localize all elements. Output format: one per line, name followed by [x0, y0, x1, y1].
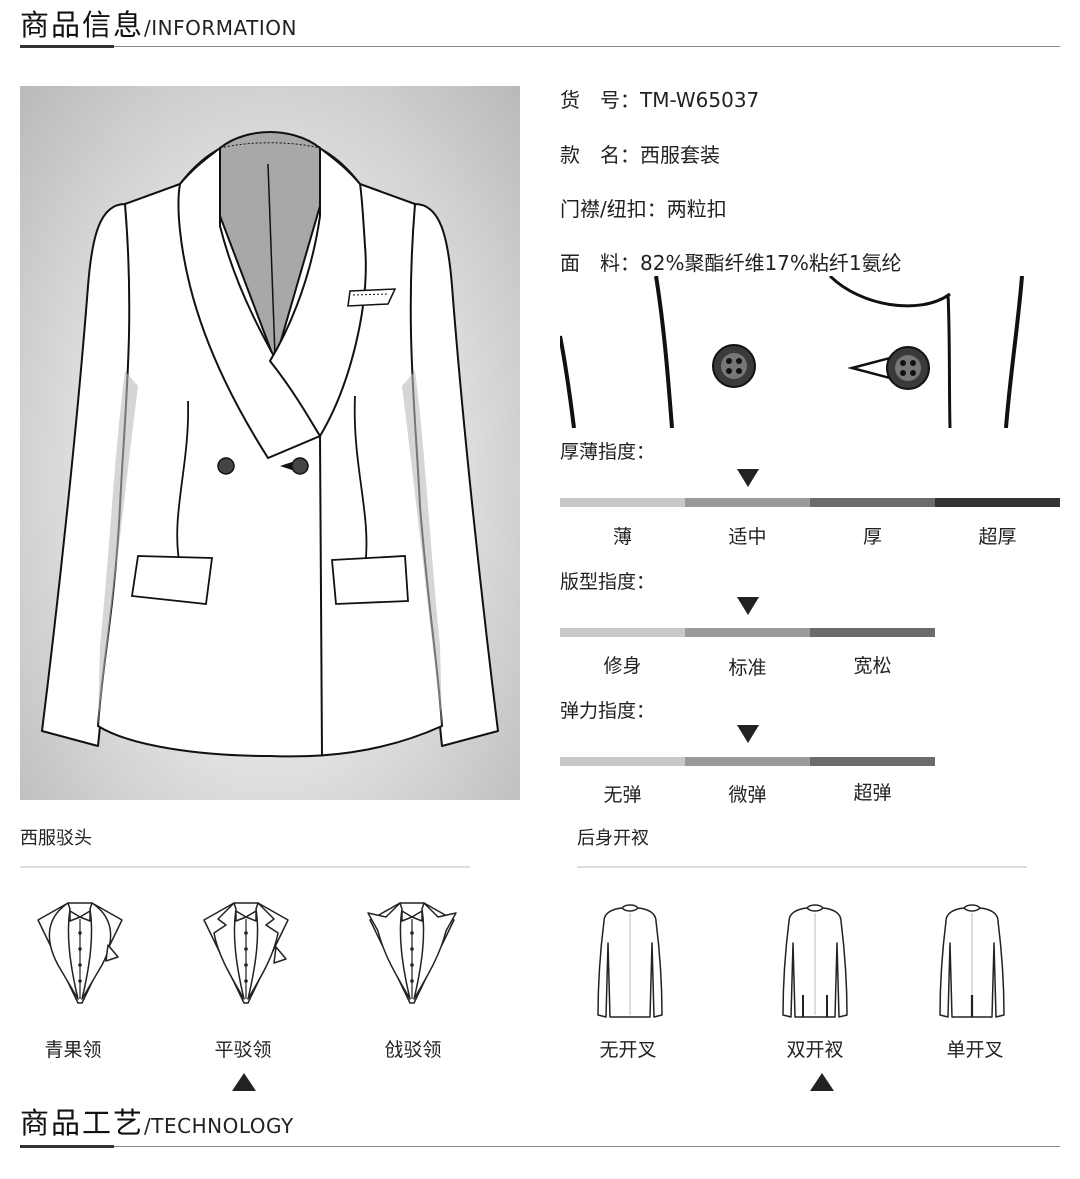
elastic-indicator-icon: [737, 725, 759, 743]
elastic-level-slight: 微弹: [728, 784, 767, 806]
no-vent-back-icon: [597, 904, 663, 1018]
lapel-section-title: 西服驳头: [20, 828, 92, 849]
product-image: [20, 86, 520, 800]
thickness-scale-title: 厚薄指度：: [560, 441, 656, 463]
elastic-bar-segment: [810, 757, 935, 766]
fit-level-regular: 标准: [728, 657, 767, 679]
thickness-bar-segment: [810, 498, 935, 507]
header-divider: [20, 46, 1060, 47]
vent-option-none: 无开叉: [599, 1039, 657, 1061]
vent-divider: [577, 866, 1027, 868]
thickness-level-extra-thick: 超厚: [978, 526, 1017, 548]
fit-bar-segment: [685, 628, 810, 637]
thickness-level-medium: 适中: [728, 526, 767, 548]
fit-bar-segment: [560, 628, 685, 637]
spec-fabric: 面 料：82%聚酯纤维17%粘纤1氨纶: [560, 251, 902, 275]
footer-divider-accent: [20, 1145, 114, 1148]
vent-section-title: 后身开衩: [577, 828, 649, 849]
spec-item-number: 货 号：TM-W65037: [560, 88, 760, 112]
button-closeup-illustration: [560, 276, 1024, 428]
thickness-bar-segment: [935, 498, 1060, 507]
fit-scale-title: 版型指度：: [560, 571, 656, 593]
elastic-bar-segment: [560, 757, 685, 766]
lapel-option-shawl: 青果领: [44, 1039, 102, 1061]
vent-option-single: 单开叉: [946, 1039, 1004, 1061]
technology-section-title: 商品工艺/TECHNOLOGY: [20, 1100, 294, 1142]
peak-lapel-icon: [367, 902, 457, 1004]
thickness-bar-segment: [560, 498, 685, 507]
lapel-option-peak: 戗驳领: [384, 1039, 442, 1061]
technology-title-en: /TECHNOLOGY: [144, 1114, 294, 1138]
elastic-level-none: 无弹: [603, 784, 642, 806]
elastic-bar-segment: [685, 757, 810, 766]
fit-bar-segment: [810, 628, 935, 637]
fit-indicator-icon: [737, 597, 759, 615]
elastic-scale-title: 弹力指度：: [560, 700, 656, 722]
shawl-lapel-icon: [37, 902, 123, 1004]
footer-divider: [20, 1146, 1060, 1147]
vent-option-double: 双开衩: [786, 1039, 844, 1061]
lapel-selected-indicator-icon: [232, 1073, 256, 1091]
notch-lapel-icon: [203, 902, 289, 1004]
thickness-level-thick: 厚: [862, 526, 882, 548]
header-divider-accent: [20, 45, 114, 48]
single-vent-back-icon: [939, 904, 1005, 1018]
button-detail-image: [560, 276, 1060, 428]
blazer-front-illustration: [41, 130, 499, 758]
spec-style-name: 款 名：西服套装: [560, 143, 720, 167]
thickness-bar-segment: [685, 498, 810, 507]
information-title-en: /INFORMATION: [144, 16, 297, 40]
elastic-level-high: 超弹: [853, 782, 892, 804]
fit-level-slim: 修身: [603, 655, 642, 677]
vent-selected-indicator-icon: [810, 1073, 834, 1091]
technology-title-cn: 商品工艺: [20, 1106, 145, 1140]
lapel-divider: [20, 866, 470, 868]
spec-closure: 门襟/纽扣：两粒扣: [560, 197, 727, 221]
information-section-title: 商品信息/INFORMATION: [20, 2, 297, 44]
double-vent-back-icon: [782, 904, 848, 1018]
fit-level-loose: 宽松: [853, 655, 892, 677]
lapel-option-notch: 平驳领: [214, 1039, 272, 1061]
information-title-cn: 商品信息: [20, 8, 145, 42]
thickness-level-thin: 薄: [612, 526, 632, 548]
thickness-indicator-icon: [737, 469, 759, 487]
